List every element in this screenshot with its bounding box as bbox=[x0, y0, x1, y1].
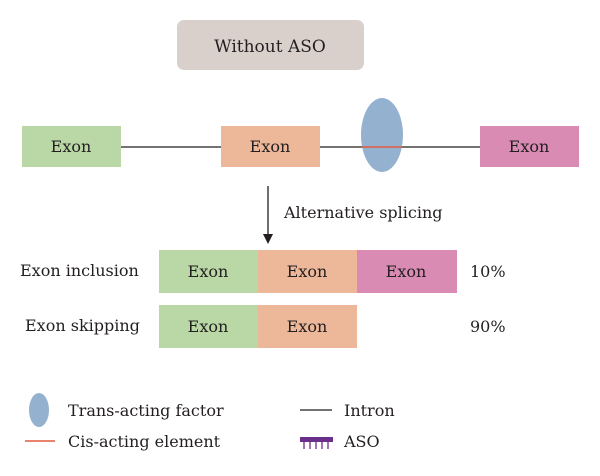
legend-cis-element-label: Cis-acting element bbox=[68, 432, 221, 451]
arrow-label: Alternative splicing bbox=[283, 203, 443, 222]
inclusion-exon-1 bbox=[159, 250, 259, 293]
arrow-head bbox=[263, 234, 273, 244]
pre-mrna: Exon Exon Exon bbox=[22, 98, 579, 172]
skipping-exon-2-label: Exon bbox=[287, 317, 328, 336]
splicing-arrow: Alternative splicing bbox=[263, 186, 443, 244]
skipping-exon-2 bbox=[258, 305, 357, 348]
isoform-inclusion: Exon inclusion Exon Exon Exon 10% bbox=[20, 250, 506, 293]
inclusion-exon-3 bbox=[357, 250, 457, 293]
legend-intron-label: Intron bbox=[344, 401, 395, 420]
legend-aso-icon bbox=[300, 437, 333, 449]
trans-factor-ellipse bbox=[361, 98, 403, 172]
skipping-percent: 90% bbox=[470, 317, 506, 336]
skipping-exon-1 bbox=[159, 305, 259, 348]
legend-trans-factor-icon bbox=[29, 393, 49, 427]
isoform-skipping: Exon skipping Exon Exon 90% bbox=[25, 305, 506, 348]
legend: Trans-acting factor Cis-acting element I… bbox=[25, 393, 395, 451]
inclusion-exon-3-label: Exon bbox=[386, 262, 427, 281]
isoform-skipping-label: Exon skipping bbox=[25, 316, 140, 335]
title-box: Without ASO bbox=[177, 20, 364, 70]
isoform-inclusion-label: Exon inclusion bbox=[20, 261, 139, 280]
pre-exon-2-label: Exon bbox=[250, 137, 291, 156]
pre-exon-3: Exon bbox=[480, 126, 579, 167]
skipping-exon-1-label: Exon bbox=[188, 317, 229, 336]
inclusion-exon-1-label: Exon bbox=[188, 262, 229, 281]
inclusion-exon-2 bbox=[258, 250, 357, 293]
inclusion-percent: 10% bbox=[470, 262, 506, 281]
pre-exon-2: Exon bbox=[221, 126, 320, 167]
inclusion-exon-2-label: Exon bbox=[287, 262, 328, 281]
pre-exon-1-label: Exon bbox=[51, 137, 92, 156]
title-text: Without ASO bbox=[214, 37, 326, 57]
pre-exon-1: Exon bbox=[22, 126, 121, 167]
legend-trans-factor-label: Trans-acting factor bbox=[68, 401, 224, 420]
legend-aso-label: ASO bbox=[343, 432, 380, 451]
pre-exon-3-label: Exon bbox=[509, 137, 550, 156]
